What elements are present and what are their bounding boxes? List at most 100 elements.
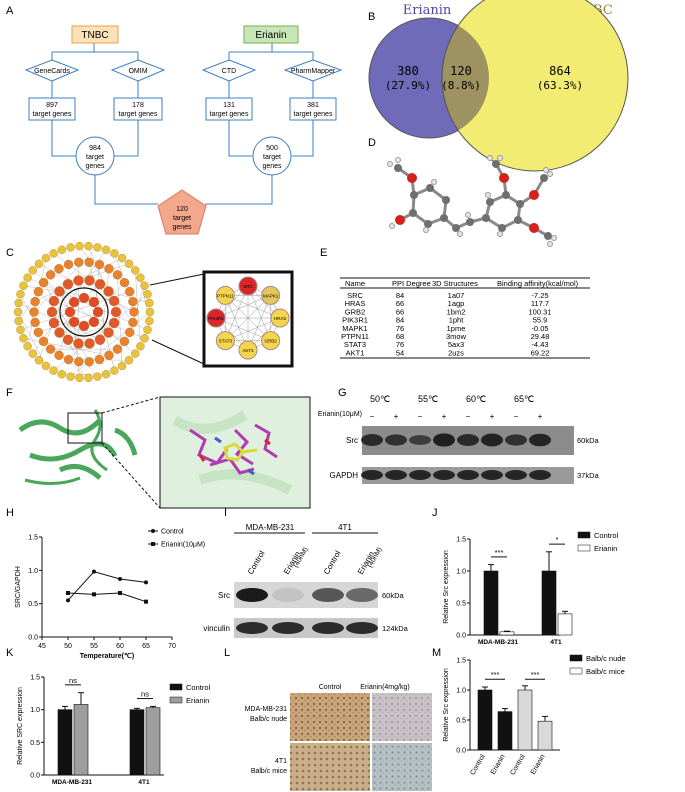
y-tick-label: 1.0 [456, 569, 466, 576]
sig-label: ns [69, 676, 77, 685]
protein-ribbon [18, 409, 138, 485]
x-tick-label: Erianin [530, 753, 547, 775]
network-node [143, 325, 152, 334]
table-cell: 1pme [447, 324, 466, 333]
vinculin-band [236, 622, 268, 634]
y-tick-label: 0.0 [28, 635, 38, 642]
bar [477, 689, 493, 751]
data-point [144, 580, 148, 585]
panel-label-m: M [432, 647, 441, 659]
legend-label: Erianin [594, 544, 617, 553]
gapdh-band [385, 470, 407, 480]
network-node [49, 249, 58, 258]
table-cell: 66 [396, 299, 404, 308]
legend-swatch [169, 683, 183, 691]
network-node [62, 334, 74, 345]
table-cell: 76 [396, 340, 404, 349]
network-node [117, 361, 127, 371]
lane-sign: + [538, 412, 543, 421]
core-edge [225, 317, 281, 341]
data-point [92, 569, 96, 574]
y-tick-label: 0.0 [456, 633, 466, 640]
network-node [54, 327, 65, 338]
network-edge [32, 270, 136, 354]
network-node [145, 298, 154, 308]
panel-label-i: I [224, 507, 227, 519]
union-genes-2: genes [262, 163, 282, 170]
size-label: 37kDa [577, 471, 600, 480]
vinculin-membrane [234, 618, 378, 638]
size-label: 60kDa [577, 436, 600, 445]
sig-label: * [556, 535, 559, 544]
bar [537, 720, 553, 751]
network-edge [108, 291, 150, 304]
network-node [73, 275, 84, 286]
core-node-label: PTPN11 [217, 293, 234, 298]
x-tick-label: 4T1 [138, 779, 150, 786]
network-node [140, 281, 149, 290]
src-band [433, 433, 455, 447]
network-node [88, 316, 100, 328]
zoom-dash-top [101, 396, 161, 414]
network-node [84, 275, 95, 286]
table-cell: MAPK1 [342, 324, 367, 333]
y-tick-label: 0.5 [456, 601, 466, 608]
network-node [136, 342, 145, 351]
network-node [68, 316, 80, 328]
table-cell: HRAS [345, 299, 366, 308]
table-cell: 1agp [448, 299, 465, 308]
network-node [108, 295, 120, 307]
src-band [272, 588, 304, 602]
sig-label: *** [495, 548, 504, 557]
table-cell: 1pht [449, 316, 465, 325]
table-cell: 1bm2 [447, 307, 466, 316]
network-node [54, 264, 64, 274]
core-node-stat3 [215, 331, 235, 351]
table-cell: 69.22 [531, 348, 550, 357]
union-count-erianin: 500 [266, 145, 278, 152]
network-node [28, 266, 37, 275]
network-edge [27, 277, 148, 330]
table-cell: -7.25 [531, 291, 548, 300]
panel-label-l: L [224, 647, 230, 659]
table-cell: 2uzs [448, 348, 464, 357]
core-edge [215, 317, 271, 341]
x-axis-label: Temperature(℃) [80, 652, 134, 660]
network-node [94, 259, 105, 270]
gapdh-band [457, 470, 479, 480]
network-node [75, 373, 84, 382]
bar [557, 613, 573, 636]
data-point [92, 592, 96, 597]
network-node [66, 372, 75, 381]
table-cell: -0.05 [531, 324, 548, 333]
src-band [236, 588, 268, 602]
src-band [312, 588, 344, 602]
table-cell: -4.43 [531, 340, 548, 349]
y-tick-label: 1.5 [456, 537, 466, 544]
network-node [29, 307, 39, 317]
lane-label: Control [322, 549, 343, 576]
venn-right-pct: (63.3%) [537, 79, 583, 92]
network-node [101, 245, 111, 254]
network-node [62, 279, 74, 290]
network-node [125, 287, 135, 297]
table-cell: 76 [396, 324, 404, 333]
union-genes-1: genes [85, 163, 105, 170]
legend-swatch [577, 531, 591, 539]
sig-label: *** [531, 670, 540, 679]
size-label: 60kDa [382, 591, 405, 600]
panel-label-a: A [6, 5, 14, 17]
network-node [54, 350, 64, 360]
network-node [16, 325, 25, 334]
x-tick-label: 4T1 [550, 639, 562, 646]
genes-count-3: 131 [223, 102, 235, 109]
core-edge [225, 295, 249, 351]
core-node-src [238, 276, 258, 296]
network-node [45, 344, 56, 354]
table-cell: 68 [396, 332, 404, 341]
table-cell: 54 [396, 348, 404, 357]
